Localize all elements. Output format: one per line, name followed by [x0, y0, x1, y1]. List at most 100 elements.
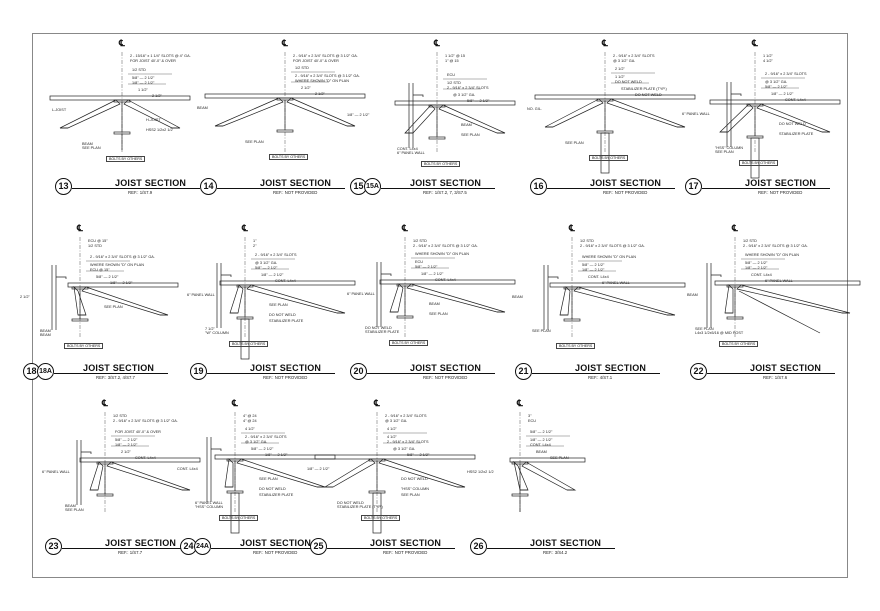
title-underline: [62, 548, 190, 550]
title-underline: [72, 188, 200, 190]
note-label: WHERE SHOWN "D" ON PLAN: [745, 253, 799, 257]
section-drawing: [204, 52, 366, 152]
note-label: 2 - 9/16" x 2 3/4" SLOTS @ 3 1/2" GA.: [295, 74, 360, 78]
note-label: 2 1/2": [152, 94, 162, 98]
top-chord: [714, 280, 861, 286]
note-label: 5/8" — 2 1/2": [255, 266, 278, 270]
joist-detail-14: ℄2 - 9/16" x 2 3/4" SLOTS @ 3 1/2" GA.FO…: [195, 39, 366, 230]
detail-reference: REF.: 1/S7.7: [118, 550, 143, 555]
note-label: SEE PLAN: [565, 141, 584, 145]
note-label: @ 3 1/2" GA.: [453, 93, 476, 97]
column: [240, 318, 250, 360]
detail-title: JOIST SECTION: [410, 363, 482, 373]
panel-wall: [51, 265, 57, 330]
sheet-border: [32, 33, 848, 578]
panel-wall: [216, 263, 222, 328]
continuous-angle: [56, 276, 67, 279]
note-label: SEE PLAN: [65, 508, 84, 512]
note-label: L-JOIST: [52, 108, 67, 112]
note-label: "HSS" COLUMN: [195, 505, 224, 509]
section-drawing: [76, 412, 201, 512]
detail-reference: REF.: 4/S7.1: [588, 375, 613, 380]
panel-wall: [206, 437, 212, 502]
detail-title: JOIST SECTION: [105, 538, 177, 548]
joist-web-right: [406, 283, 506, 313]
top-chord: [509, 457, 586, 463]
panel-wall: [76, 440, 82, 505]
section-drawing: [509, 412, 586, 512]
title-underline: [211, 548, 325, 550]
note-label: @ 3 1/2" GA.: [393, 447, 416, 451]
dimension-leaders: [86, 260, 130, 272]
centerline-symbol: ℄: [232, 399, 238, 409]
bolts-by-others-note: BOLTS BY OTHERS: [589, 155, 629, 161]
joist-web-left: [513, 460, 529, 491]
joist-web-right: [81, 286, 169, 316]
joist-web-left: [389, 283, 404, 313]
note-label: 1/2 STD: [580, 239, 594, 243]
centerline-symbol: ℄: [102, 399, 108, 409]
note-label: DO NOT WELD: [269, 313, 296, 317]
note-label: DO NOT WELD: [259, 487, 286, 491]
detail-title: JOIST SECTION: [115, 178, 187, 188]
centerline-symbol: ℄: [517, 399, 523, 409]
note-label: L4x3 1/2x5/16 @ MID POST: [695, 331, 744, 335]
dimension-leaders: [241, 432, 285, 444]
note-label: 4 1/2": [387, 435, 397, 439]
joist-web-left: [404, 104, 436, 134]
note-label: @ 3 1/2" GA.: [385, 419, 408, 423]
detail-reference: REF.: NOT PROVIDED: [263, 375, 308, 380]
note-label: @ 3 1/2" GA.: [613, 59, 636, 63]
note-label: BEAM: [40, 333, 51, 337]
beam-top-flange: [276, 97, 294, 101]
note-label: 2 - 9/16" x 2 3/4" SLOTS @ 3 1/2" GA.: [90, 255, 155, 259]
centerline-symbol: ℄: [119, 39, 125, 49]
detail-reference: REF.: NOT PROVIDED: [273, 190, 318, 195]
note-label: SEE PLAN: [401, 493, 420, 497]
note-label: 1/8" — 2 1/2": [745, 266, 768, 270]
section-drawing: [534, 52, 696, 174]
note-label: 1 1/2" @ 15: [445, 54, 465, 58]
detail-title: JOIST SECTION: [410, 178, 482, 188]
detail-title: JOIST SECTION: [745, 178, 817, 188]
top-chord: [214, 454, 336, 460]
bolts-by-others-note: BOLTS BY OTHERS: [719, 341, 759, 347]
section-drawing: [49, 52, 191, 152]
detail-reference: REF.: 1/S7.6: [763, 375, 788, 380]
note-label: WHERE SHOWN "D" ON PLAN: [582, 255, 636, 259]
note-label: SEE PLAN: [461, 133, 480, 137]
note-label: FOR JOIST 40'-0" & OVER: [130, 59, 176, 63]
top-chord: [394, 100, 516, 106]
note-label: 1/8" — 2 1/2": [132, 81, 155, 85]
section-drawing: [216, 237, 356, 360]
centerline-symbol: ℄: [752, 39, 758, 49]
detail-reference: REF.: 1/S7.9: [128, 190, 153, 195]
note-label: 1/8" — 2 1/2": [771, 92, 794, 96]
note-label: 1/2 STD: [743, 239, 757, 243]
note-label: BEAM: [429, 302, 440, 306]
note-label: 7 1/2": [205, 327, 215, 331]
title-underline: [702, 188, 830, 190]
note-label: 2 1/2": [121, 450, 131, 454]
note-label: BEAM: [512, 295, 523, 299]
detail-number-bubble: 19: [190, 363, 207, 380]
centerline-symbol: ℄: [402, 224, 408, 234]
note-label: FOR JOIST 40'-0" & OVER: [115, 430, 161, 434]
note-label: 1/8" — 2 1/2": [115, 443, 138, 447]
centerline-symbol: ℄: [77, 224, 83, 234]
dimension-leaders: [383, 432, 427, 444]
joist-web-left: [559, 286, 571, 316]
note-label: DO NOT WELD: [337, 501, 364, 505]
continuous-angle: [548, 276, 559, 279]
note-label: 6" PANEL WALL: [397, 151, 425, 155]
continuous-angle: [731, 93, 742, 96]
note-label: 1/2 STD: [132, 68, 146, 72]
dimension-leaders: [411, 257, 455, 269]
column: [600, 132, 610, 174]
note-label: DO NOT WELD: [401, 477, 428, 481]
detail-number-bubble: 13: [55, 178, 72, 195]
centerline-symbol: ℄: [282, 39, 288, 49]
title-underline: [327, 548, 455, 550]
